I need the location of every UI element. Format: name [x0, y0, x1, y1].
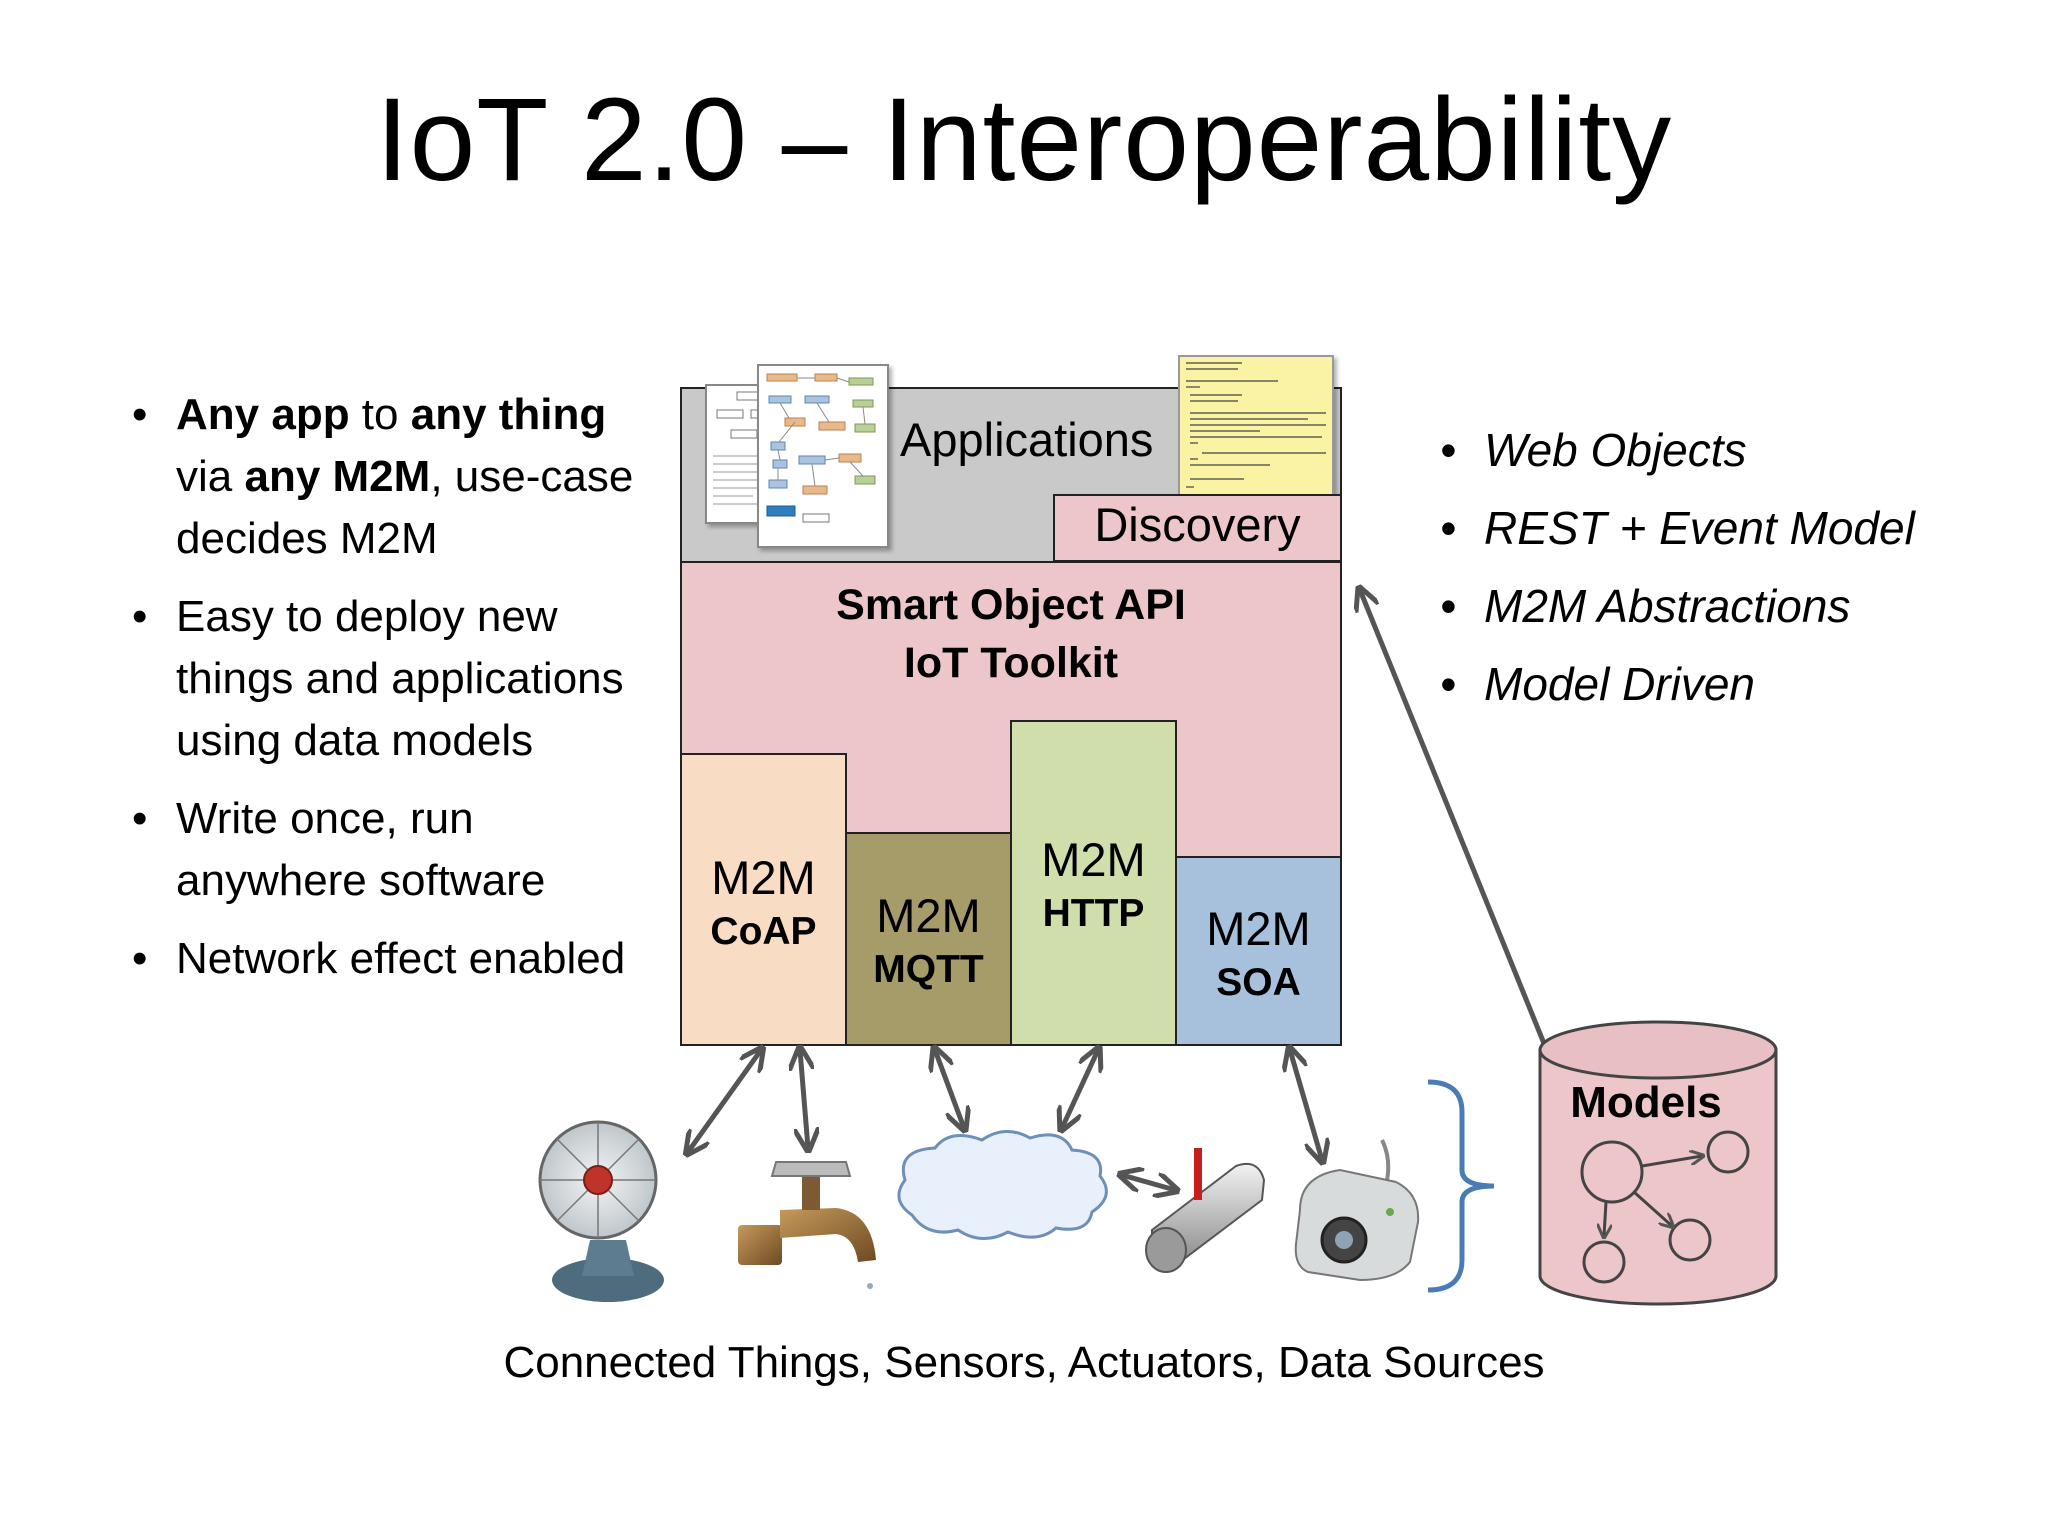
flow-diagram-thumbnail — [757, 364, 889, 548]
right-bullet-item: Web Objects — [1440, 420, 2000, 480]
model-node-1 — [1580, 1140, 1644, 1204]
fan-icon — [538, 1120, 664, 1302]
right-bullet-item: REST + Event Model — [1440, 498, 2000, 558]
models-label: Models — [1570, 1078, 1722, 1127]
arrow-coap-fan — [688, 1050, 761, 1152]
slide-title: IoT 2.0 – Interoperability — [375, 74, 1673, 206]
m2m-http-block: M2M HTTP — [1010, 720, 1177, 1046]
m2m-http-top: M2M — [1041, 833, 1146, 886]
right-bullet-list: Web ObjectsREST + Event ModelM2M Abstrac… — [1440, 420, 2000, 732]
m2m-coap-top: M2M — [711, 851, 816, 904]
model-node-4 — [1582, 1240, 1626, 1284]
discovery-block — [1053, 494, 1342, 562]
m2m-mqtt-block: M2M MQTT — [845, 832, 1012, 1046]
bullet-text-segment: any M2M — [244, 452, 431, 501]
bullet-text-segment: Write once, run anywhere software — [176, 794, 546, 905]
left-bullet-item: Any app to any thing via any M2M, use-ca… — [132, 384, 652, 570]
webcam-icon — [1294, 1139, 1420, 1282]
left-bullet-item: Easy to deploy new things and applicatio… — [132, 586, 652, 772]
arrow-models-api — [1360, 590, 1561, 1079]
left-bullet-item: Network effect enabled — [132, 928, 652, 990]
arrow-cloud-mailbox — [1122, 1175, 1175, 1190]
m2m-soa-top: M2M — [1206, 902, 1311, 955]
bullet-text-segment: any thing — [410, 390, 607, 439]
cloud-icon — [897, 1130, 1108, 1240]
model-node-3 — [1668, 1218, 1712, 1262]
things-bracket — [1427, 1079, 1495, 1293]
api-label-line1: Smart Object API — [836, 581, 1186, 629]
bullet-text-segment: Network effect enabled — [176, 934, 626, 983]
left-bullet-list: Any app to any thing via any M2M, use-ca… — [132, 384, 652, 1006]
arrow-http-cloud — [1062, 1050, 1098, 1128]
m2m-coap-block: M2M CoAP — [680, 753, 847, 1046]
arrow-coap-faucet — [800, 1050, 808, 1148]
m2m-soa-block: M2M SOA — [1175, 856, 1342, 1046]
bullet-text-segment: , use-case decides M2M — [176, 452, 634, 563]
models-cylinder — [1538, 1020, 1778, 1306]
model-node-2 — [1706, 1130, 1750, 1174]
discovery-label: Discovery — [1094, 498, 1301, 551]
bullet-text-segment: to — [349, 390, 411, 439]
faucet-icon — [738, 1161, 876, 1289]
m2m-soa-protocol: SOA — [1216, 961, 1301, 1004]
right-bullet-item: M2M Abstractions — [1440, 576, 2000, 636]
smart-object-api-label: Smart Object API IoT Toolkit — [680, 576, 1342, 692]
left-bullet-item: Write once, run anywhere software — [132, 788, 652, 912]
m2m-mqtt-top: M2M — [876, 889, 981, 942]
api-label-line2: IoT Toolkit — [903, 639, 1119, 687]
things-caption: Connected Things, Sensors, Actuators, Da… — [503, 1338, 1545, 1387]
arrow-mqtt-cloud — [935, 1050, 964, 1128]
bullet-text-segment: Any app — [176, 390, 350, 439]
arrow-soa-webcam — [1290, 1050, 1322, 1160]
bullet-text-segment: Easy to deploy new things and applicatio… — [176, 592, 624, 765]
m2m-coap-protocol: CoAP — [710, 910, 817, 953]
connection-arrows — [688, 590, 1561, 1190]
bullet-text-segment: via — [176, 452, 245, 501]
m2m-http-protocol: HTTP — [1042, 892, 1145, 935]
applications-label: Applications — [900, 413, 1154, 466]
m2m-mqtt-protocol: MQTT — [873, 948, 984, 991]
mailbox-icon — [1145, 1148, 1266, 1273]
right-bullet-item: Model Driven — [1440, 654, 2000, 714]
